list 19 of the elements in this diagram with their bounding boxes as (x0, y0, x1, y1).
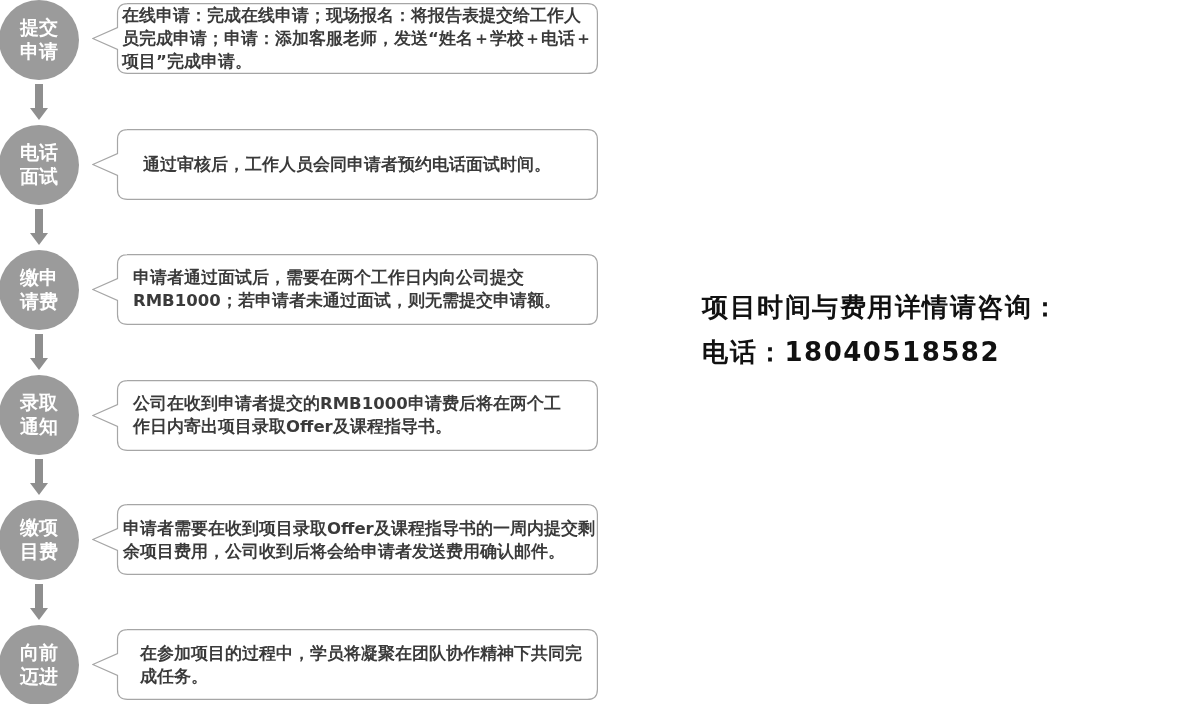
step-label: 电话面试 (19, 141, 59, 189)
step-description: 申请者需要在收到项目录取Offer及课程指导书的一周内提交剩余项目费用，公司收到后将会给申请者发送费用确认邮件。 (123, 517, 595, 563)
step-label: 向前迈进 (19, 641, 59, 689)
step-label: 缴申请费 (19, 266, 59, 314)
step-description: 公司在收到申请者提交的RMB1000申请费后将在两个工作日内寄出项目录取Offer及课程指导书。 (133, 393, 562, 438)
speech-bubble (92, 629, 598, 700)
step-description: 在参加项目的过程中，学员将凝聚在团队协作精神下共同完成任务。 (140, 642, 582, 688)
step-description: 申请者通过面试后，需要在两个工作日内向公司提交RMB1000；若申请者未通过面试，则无需提交申请额。 (133, 267, 562, 312)
speech-bubble (92, 379, 598, 451)
contact-line: 电话：18040518582 (702, 336, 1000, 369)
speech-bubble (92, 129, 598, 200)
contact-heading: 项目时间与费用详情请咨询： (702, 291, 1060, 324)
step-label: 录取通知 (19, 391, 59, 439)
speech-bubble (92, 504, 598, 575)
step-description: 在线申请：完成在线申请；现场报名：将报告表提交给工作人员完成申请；申请：添加客服老师，发送“姓名＋学校＋电话＋项目”完成申请。 (122, 5, 593, 73)
speech-bubble (92, 253, 598, 325)
step-label: 缴项目费 (19, 516, 59, 564)
step-label: 提交申请 (19, 16, 59, 64)
step-description: 通过审核后，工作人员会同申请者预约电话面试时间。 (143, 154, 551, 176)
